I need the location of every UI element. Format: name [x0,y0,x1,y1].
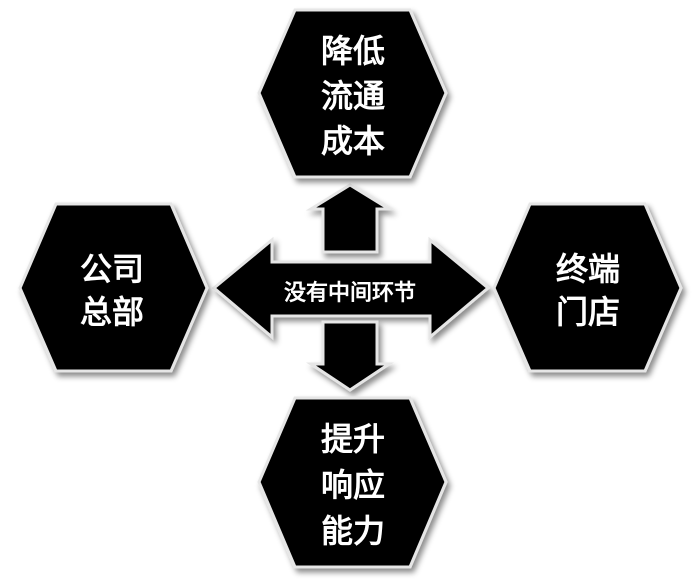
node-left-line-1: 公司 [80,250,144,288]
node-right [492,202,683,373]
up-arrow [305,183,395,254]
node-right-line-2: 门店 [556,293,620,331]
arrow-group [211,183,491,392]
node-top-line-2: 流通 [321,77,385,115]
node-right-line-1: 终端 [556,250,620,288]
node-bottom-line-2: 响应 [321,466,385,504]
hexagon-bottom [257,396,448,569]
node-top-line-1: 降低 [321,32,385,70]
node-bottom-line-1: 提升 [321,420,385,458]
hexagon-top [257,8,448,179]
node-bottom [257,396,448,569]
node-bottom-line-3: 能力 [321,512,385,550]
center-label: 没有中间环节 [284,280,416,306]
node-top-line-3: 成本 [321,122,385,160]
hexagon-right [492,202,683,373]
down-arrow [306,320,394,392]
hexagon-left [18,202,209,373]
node-left-line-2: 总部 [80,293,144,331]
node-left [18,202,209,373]
node-top [257,8,448,179]
double-horizontal-arrow [211,236,491,341]
